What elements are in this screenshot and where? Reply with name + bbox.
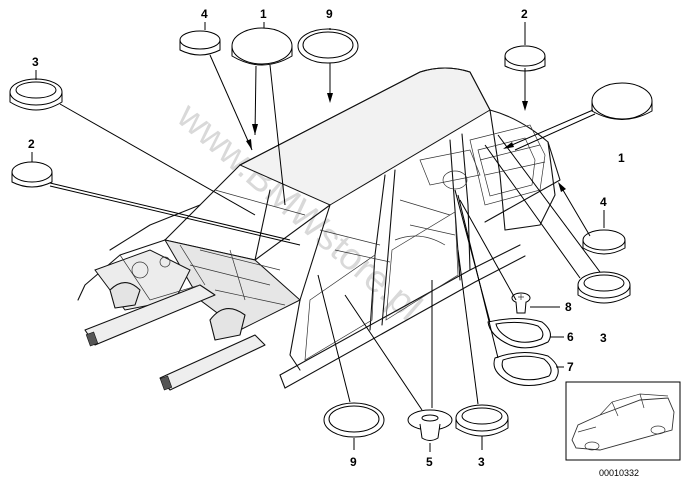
part-plug-3-left xyxy=(9,78,63,111)
part-plug-1-right xyxy=(591,82,653,120)
callout-3-bottom: 3 xyxy=(478,455,485,469)
part-plug-1-top xyxy=(231,27,293,66)
part-clip-8 xyxy=(511,292,531,314)
callout-1-top: 1 xyxy=(260,7,267,21)
callout-5-bottom: 5 xyxy=(426,455,433,469)
inset-car-icon xyxy=(571,393,675,451)
part-grommet-5-bottom xyxy=(407,409,453,441)
part-ring-9-top xyxy=(297,28,359,64)
document-number: 00010332 xyxy=(599,468,639,478)
callout-4-right: 4 xyxy=(600,195,607,209)
inset-thumbnail: 00010332 xyxy=(565,381,681,478)
part-ring-9-bottom xyxy=(323,402,385,438)
part-plug-3-bottom xyxy=(455,404,509,437)
leader-lines xyxy=(31,22,605,452)
car-body-shell xyxy=(77,67,561,391)
callout-3-left: 3 xyxy=(32,55,39,69)
callout-labels: 4 1 9 2 3 2 1 4 8 6 3 7 9 5 3 xyxy=(28,7,625,469)
callout-9-top: 9 xyxy=(326,7,333,21)
callout-6-right: 6 xyxy=(567,330,574,344)
part-plug-2-topright xyxy=(504,45,546,72)
part-plug-4-right xyxy=(582,229,626,255)
part-seal-7 xyxy=(493,352,559,386)
callout-1-right: 1 xyxy=(618,151,625,165)
part-plug-2-left xyxy=(11,161,53,188)
callout-9-bottom: 9 xyxy=(350,455,357,469)
part-plug-3-right xyxy=(577,271,631,304)
callout-2-topright: 2 xyxy=(521,7,528,21)
callout-4-top: 4 xyxy=(201,7,208,21)
callout-2-left: 2 xyxy=(28,137,35,151)
part-seal-6 xyxy=(487,318,551,349)
callout-8-right: 8 xyxy=(565,300,572,314)
part-plug-4-top xyxy=(179,30,221,56)
callout-7-right: 7 xyxy=(567,360,574,374)
callout-3-right: 3 xyxy=(600,331,607,345)
